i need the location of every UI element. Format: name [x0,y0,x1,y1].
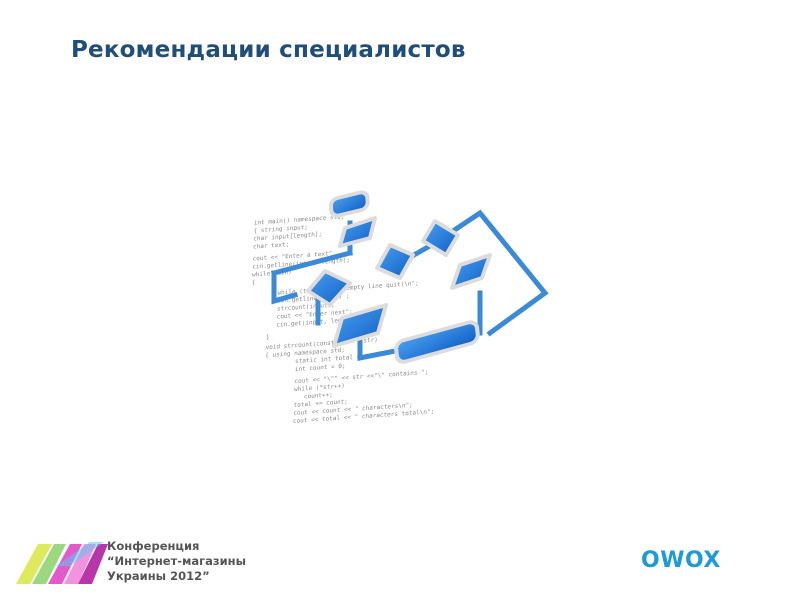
owox-logo: OWOX [641,548,721,573]
svg-text:char text;: char text; [253,241,289,250]
svg-text:}: } [266,334,270,341]
flowchart-diagram-icon: int main() namespace std; { string input… [250,183,555,433]
svg-text:{: { [252,279,256,286]
conference-line-1: Конференция [107,539,246,554]
conference-stripes-logo-icon [12,536,112,586]
conference-name: Конференция “Интернет-магазины Украины 2… [107,539,246,584]
conference-line-2: “Интернет-магазины [107,554,246,569]
slide-title: Рекомендации специалистов [71,37,466,63]
conference-line-3: Украины 2012” [107,569,246,584]
